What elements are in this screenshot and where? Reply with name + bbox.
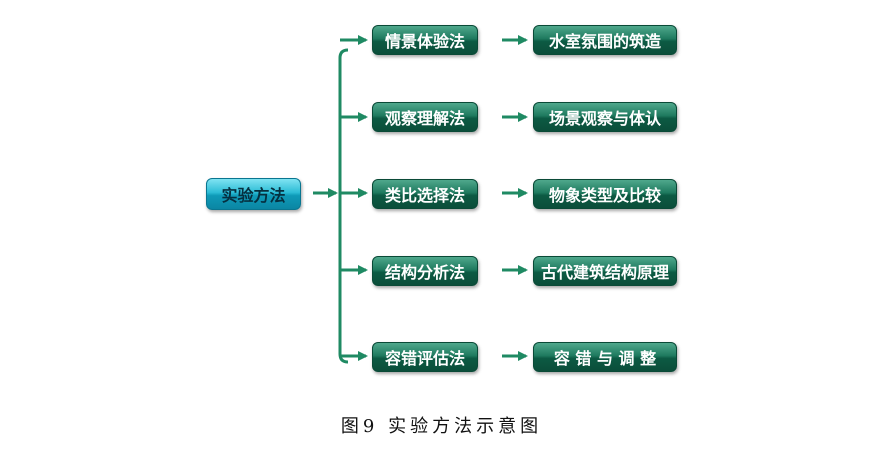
method-node-3: 类比选择法	[372, 179, 478, 209]
root-node: 实验方法	[206, 178, 301, 210]
method-node-2: 观察理解法	[372, 102, 478, 132]
method-node-4: 结构分析法	[372, 256, 478, 286]
method-node-5: 容错评估法	[372, 342, 478, 372]
figure-caption: 图9 实验方法示意图	[340, 416, 543, 437]
result-node-4: 古代建筑结构原理	[533, 256, 677, 286]
result-node-3: 物象类型及比较	[533, 179, 677, 209]
trunk-line	[338, 48, 349, 364]
result-node-1: 水室氛围的筑造	[533, 25, 677, 55]
method-node-1: 情景体验法	[372, 25, 478, 55]
result-node-5: 容 错 与 调 整	[533, 342, 677, 372]
result-node-2: 场景观察与体认	[533, 102, 677, 132]
